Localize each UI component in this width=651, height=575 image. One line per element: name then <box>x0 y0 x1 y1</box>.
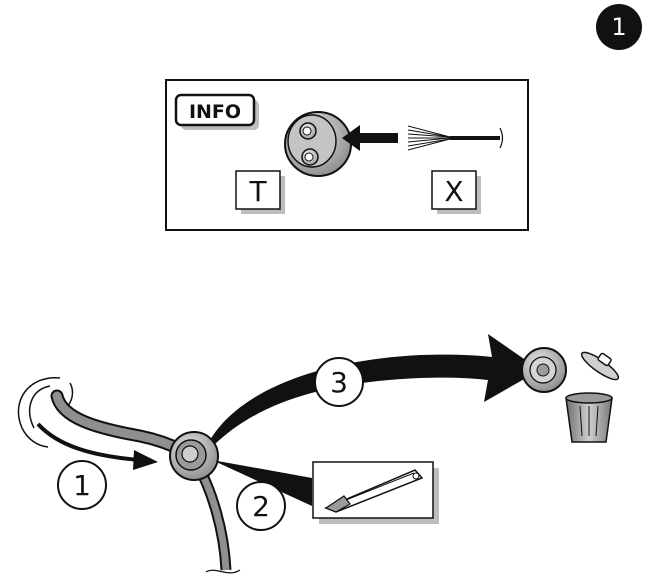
dispose-arrow-icon <box>210 334 540 446</box>
step-2-label: 2 <box>252 490 270 523</box>
insert-arrow-icon <box>342 125 398 151</box>
grommet-two-holes-icon <box>284 111 352 177</box>
info-tag-label: INFO <box>189 101 241 123</box>
label-x-box: X <box>431 170 481 214</box>
label-x: X <box>444 175 463 208</box>
step-number-badge: 1 <box>596 4 642 50</box>
info-panel: INFO <box>165 79 529 231</box>
step-2-marker: 2 <box>236 481 286 531</box>
step-1-label: 1 <box>73 469 91 502</box>
label-t: T <box>248 175 267 208</box>
step-3-marker: 3 <box>314 357 364 407</box>
label-t-box: T <box>235 170 285 214</box>
step-1-marker: 1 <box>57 460 107 510</box>
removed-grommet-icon <box>521 347 567 393</box>
step-3-label: 3 <box>330 366 348 399</box>
info-tag: INFO <box>174 93 259 130</box>
slide-arrow-icon <box>36 422 158 470</box>
stranded-wire-icon <box>407 125 504 151</box>
grommet-on-cable-icon <box>169 431 219 481</box>
cutter-knife-icon <box>312 461 439 524</box>
cable-upper <box>50 389 193 459</box>
trash-bin-icon <box>565 351 620 443</box>
